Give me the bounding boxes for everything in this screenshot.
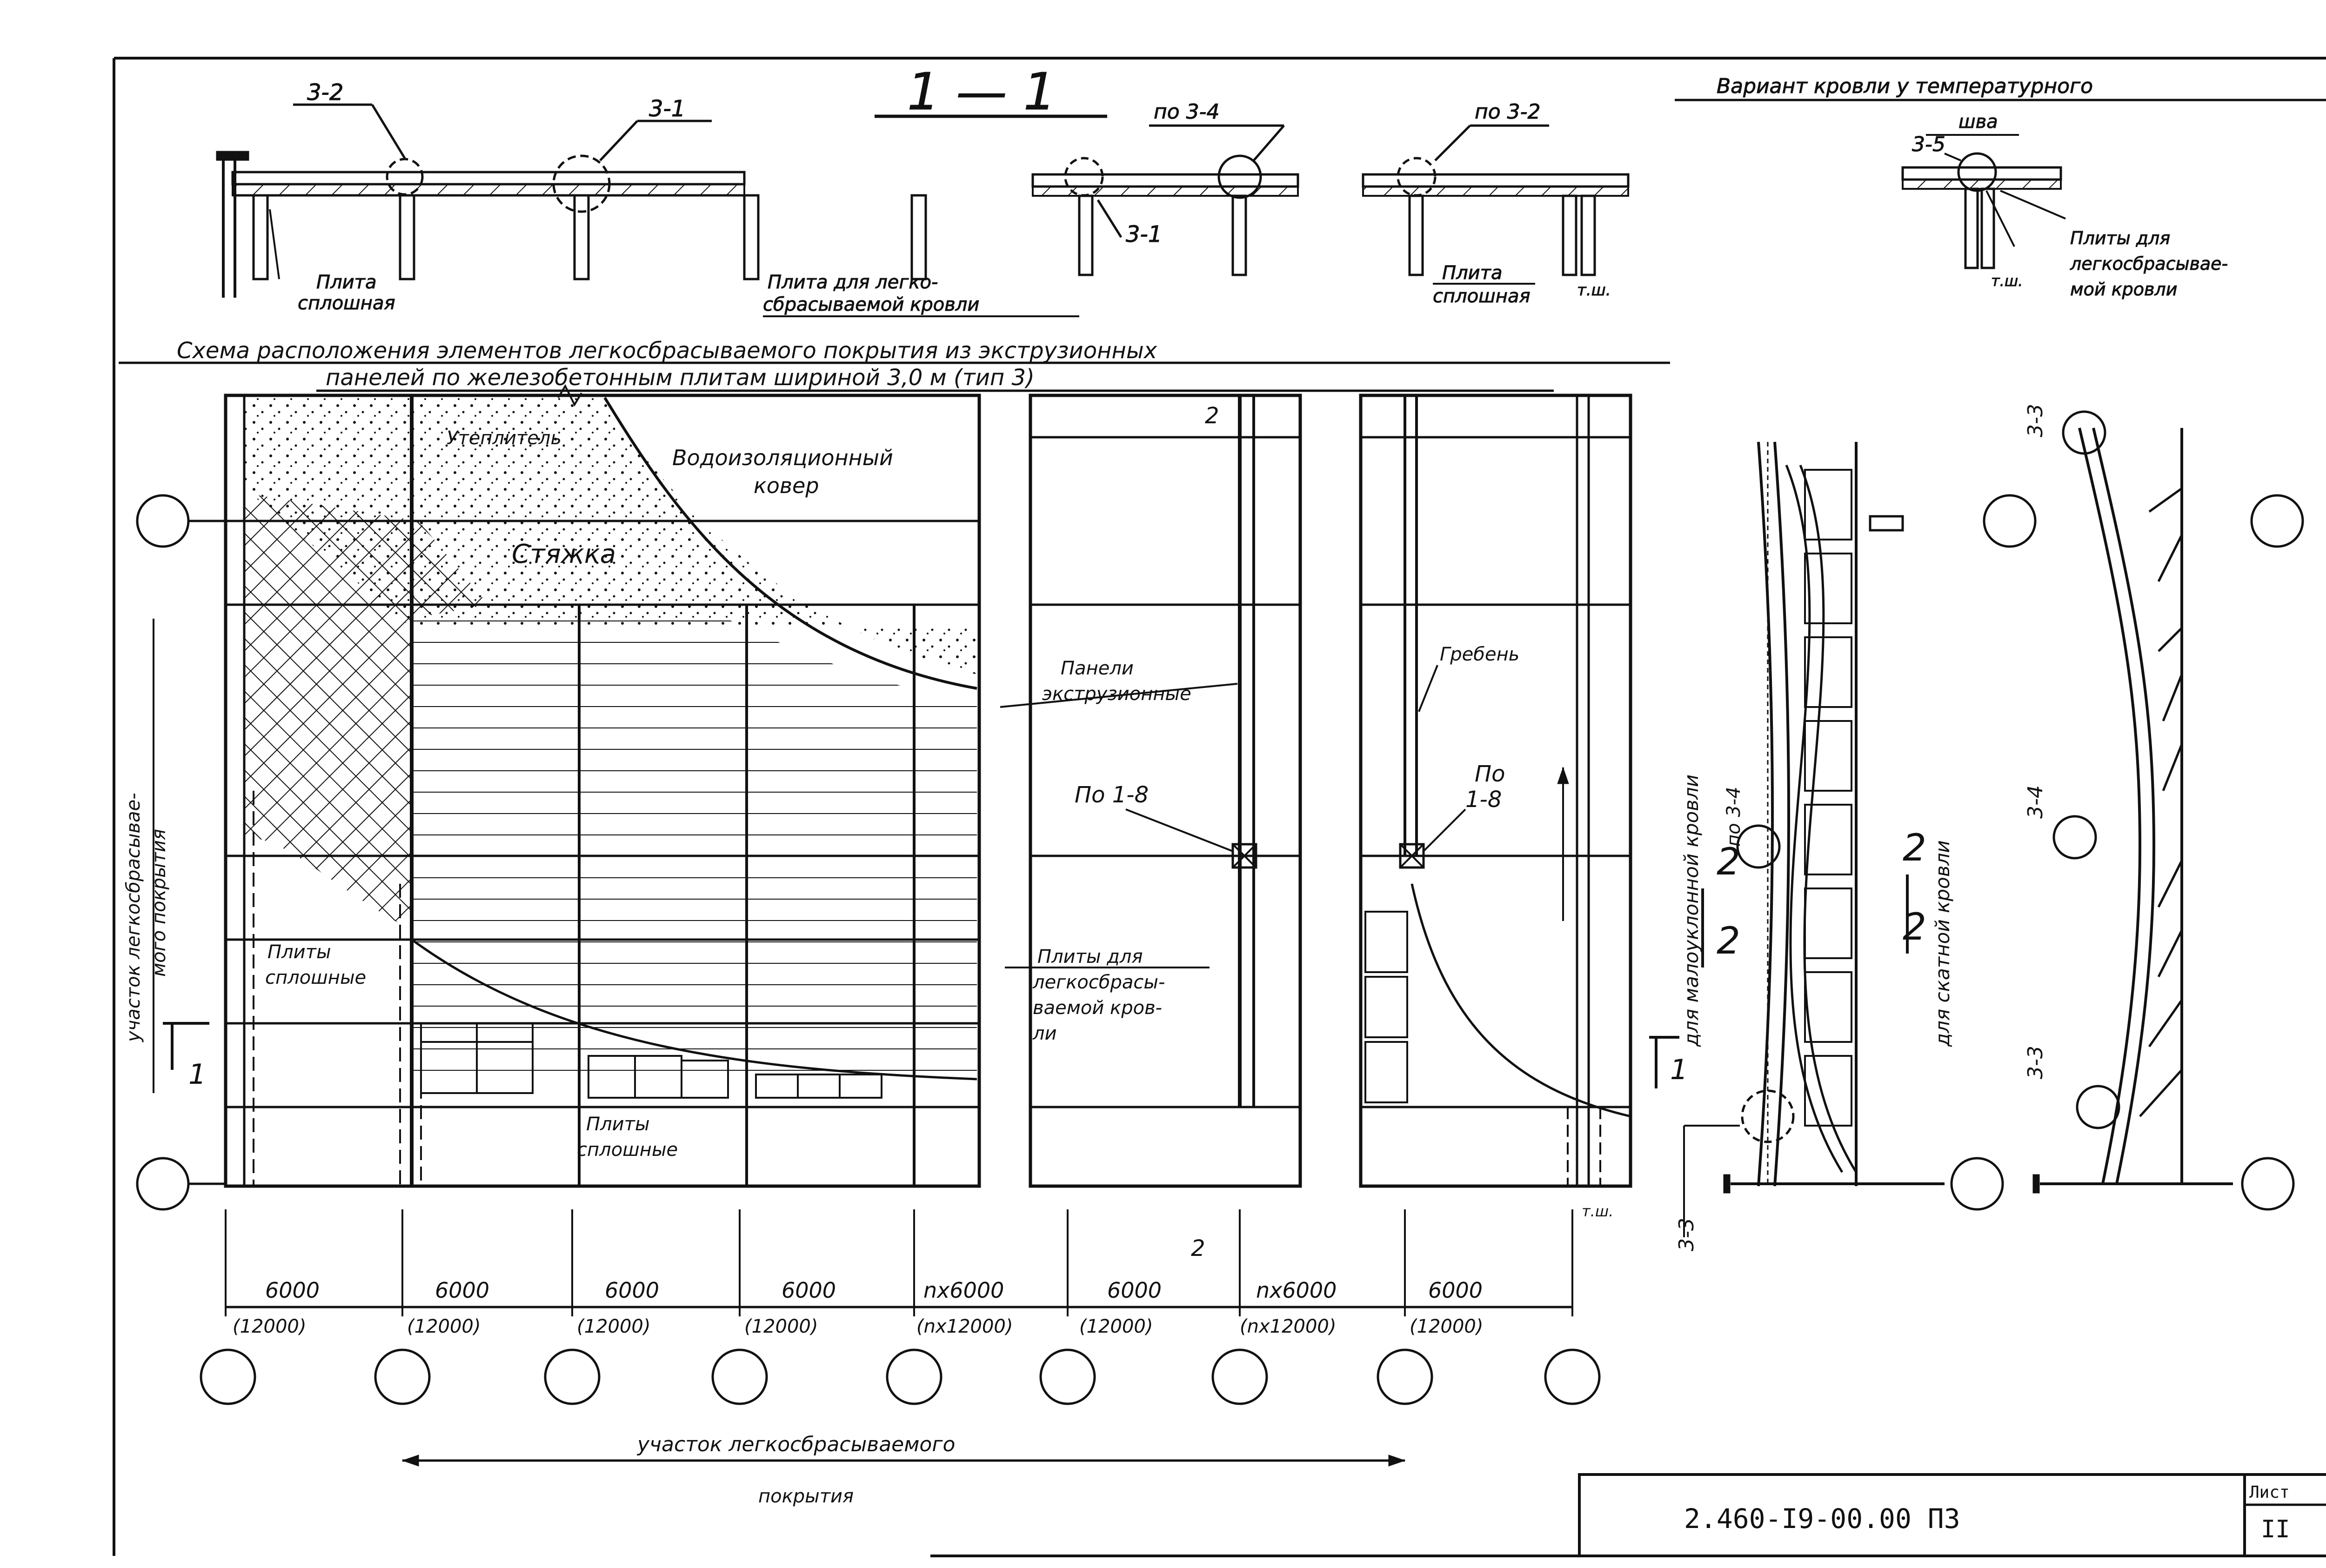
label-light-plates-4: ли [1032,1023,1057,1044]
variant-label-1: Плиты для [2070,228,2170,248]
dim-bottom-7: (nх12000) [1240,1316,1336,1337]
label-solid-bottom-2: сплошные [577,1139,678,1161]
dim-bottom-2: (12000) [407,1316,481,1337]
label-vertical-area-2: мого покрытия [148,829,170,977]
label-light-plates-2: легкосбрасы- [1032,972,1165,993]
label-waterproof: Водоизоляционный [672,445,893,470]
cut-1-label: 1 [188,1058,206,1091]
callout-3-2: 3-2 [307,80,343,106]
label-insulation: Утеплитель [447,427,561,449]
label-ref-1-8-b: По [1475,761,1505,787]
label-plate-solid: Плита [316,272,376,293]
sec22-right-callout-bottom: 3-3 [2024,1046,2047,1079]
sec22-right-callout-top: 3-3 [2024,404,2047,437]
label-screed: Стяжка [512,539,616,569]
stamp-sheet-number: II [2261,1515,2290,1543]
section-1-1: 1 — 1 3-2 3-1 Плита сплошная Плита для л… [216,62,1630,317]
label-vertical-area: участок легкосбрасывае- [123,793,144,1042]
variant-title: Вариант кровли у температурного [1717,74,2093,98]
label-light-plates: Плиты для [1037,946,1143,967]
cut-2-top: 2 [1205,403,1219,429]
stamp-sheet-label: Лист [2249,1483,2290,1502]
dim-top-6: 6000 [1107,1278,1162,1303]
variant-temperature-joint: Вариант кровли у температурного шва 3-5 … [1675,74,2326,300]
sec22-left-callout-top: по 3-4 [1723,787,1744,847]
label-ridge: Гребень [1440,644,1519,665]
variant-callout-3-5: 3-5 [1912,133,1945,156]
sec22-right-num-bottom: 2 [1903,905,1926,948]
callout-3-1: 3-1 [649,96,685,122]
dim-top-7: nх6000 [1256,1278,1337,1303]
label-light-plate: Плита для легко- [768,272,938,293]
area-label-1: участок легкосбрасываемого [636,1433,955,1456]
sec22-left-cut: 1 [1670,1054,1688,1086]
label-light-plates-3: ваемой кров- [1033,997,1162,1019]
label-plate-solid-2: сплошная [298,293,395,314]
label-ref-1-8: По 1-8 [1075,782,1149,808]
label-panels: Панели [1061,658,1134,679]
sec22-left-caption: для малоуклонной кровли [1680,774,1703,1047]
dim-top-5: nх6000 [923,1278,1004,1303]
plan-labels: Утеплитель Водоизоляционный ковер Стяжка… [123,403,1613,1261]
label-solid-left-2: сплошные [265,967,366,988]
dim-top-1: 6000 [265,1278,320,1303]
label-light-plate-2: сбрасываемой кровли [763,294,979,315]
dim-bottom-4: (12000) [744,1316,818,1337]
variant-label-3: мой кровли [2070,279,2177,300]
label-solid-left: Плиты [267,941,331,963]
dim-top-3: 6000 [605,1278,659,1303]
cut-2-bottom: 2 [1191,1235,1205,1261]
label-plate-solid-right-2: сплошная [1433,286,1531,307]
dim-bottom-6: (12000) [1079,1316,1153,1337]
callout-po-3-2: по 3-2 [1475,100,1541,124]
label-waterproof-2: ковер [754,473,819,498]
sec22-left-callout-bottom: 3-3 [1675,1218,1698,1251]
dim-bottom-5: (nх12000) [916,1316,1013,1337]
sections-2-2 [1683,410,2233,1237]
plan-scheme [136,384,2304,1211]
dim-bottom-3: (12000) [577,1316,650,1337]
variant-label-2: легкосбрасывае- [2070,254,2228,274]
variant-tsh: т.ш. [1991,272,2023,290]
title-stamp [1578,1473,2326,1557]
dim-top-2: 6000 [435,1278,489,1303]
label-tsh-plan: т.ш. [1582,1202,1613,1220]
label-solid-bottom: Плиты [586,1114,650,1135]
stamp-code: 2.460-I9-00.00 ПЗ [1684,1503,1960,1535]
dimension-labels: 6000 6000 6000 6000 nх6000 6000 nх6000 6… [233,1278,1483,1507]
sec22-right-num-top: 2 [1903,826,1926,869]
sec22-left-num-bottom: 2 [1717,919,1740,962]
label-plate-solid-right: Плита [1442,262,1502,284]
scheme-title-2: панелей по железобетонным плитам шириной… [326,365,1035,391]
scheme-title-1: Схема расположения элементов легкосбрасы… [177,338,1157,364]
dim-bottom-8: (12000) [1410,1316,1483,1337]
dim-top-4: 6000 [782,1278,836,1303]
sec22-left-num-top: 2 [1717,840,1740,883]
section-1-1-title: 1 — 1 [907,62,1056,121]
dim-top-8: 6000 [1428,1278,1483,1303]
scheme-title: Схема расположения элементов легкосбрасы… [119,338,1670,392]
label-tsh-top: т.ш. [1577,281,1611,300]
variant-title-2: шва [1958,111,1998,133]
sec22-right-caption: для скатной кровли [1931,840,1954,1047]
dimension-chain [200,1209,1601,1467]
dim-bottom-1: (12000) [233,1316,306,1337]
callout-3-1-mid: 3-1 [1126,221,1162,247]
sections-2-2-labels: 2 2 для малоуклонной кровли по 3-4 3-3 1… [1649,404,2047,1251]
callout-po-3-4: по 3-4 [1154,100,1220,124]
sec22-right-callout-mid: 3-4 [2024,785,2047,819]
label-ref-1-8-c: 1-8 [1465,787,1502,813]
area-label-2: покрытия [758,1486,854,1507]
